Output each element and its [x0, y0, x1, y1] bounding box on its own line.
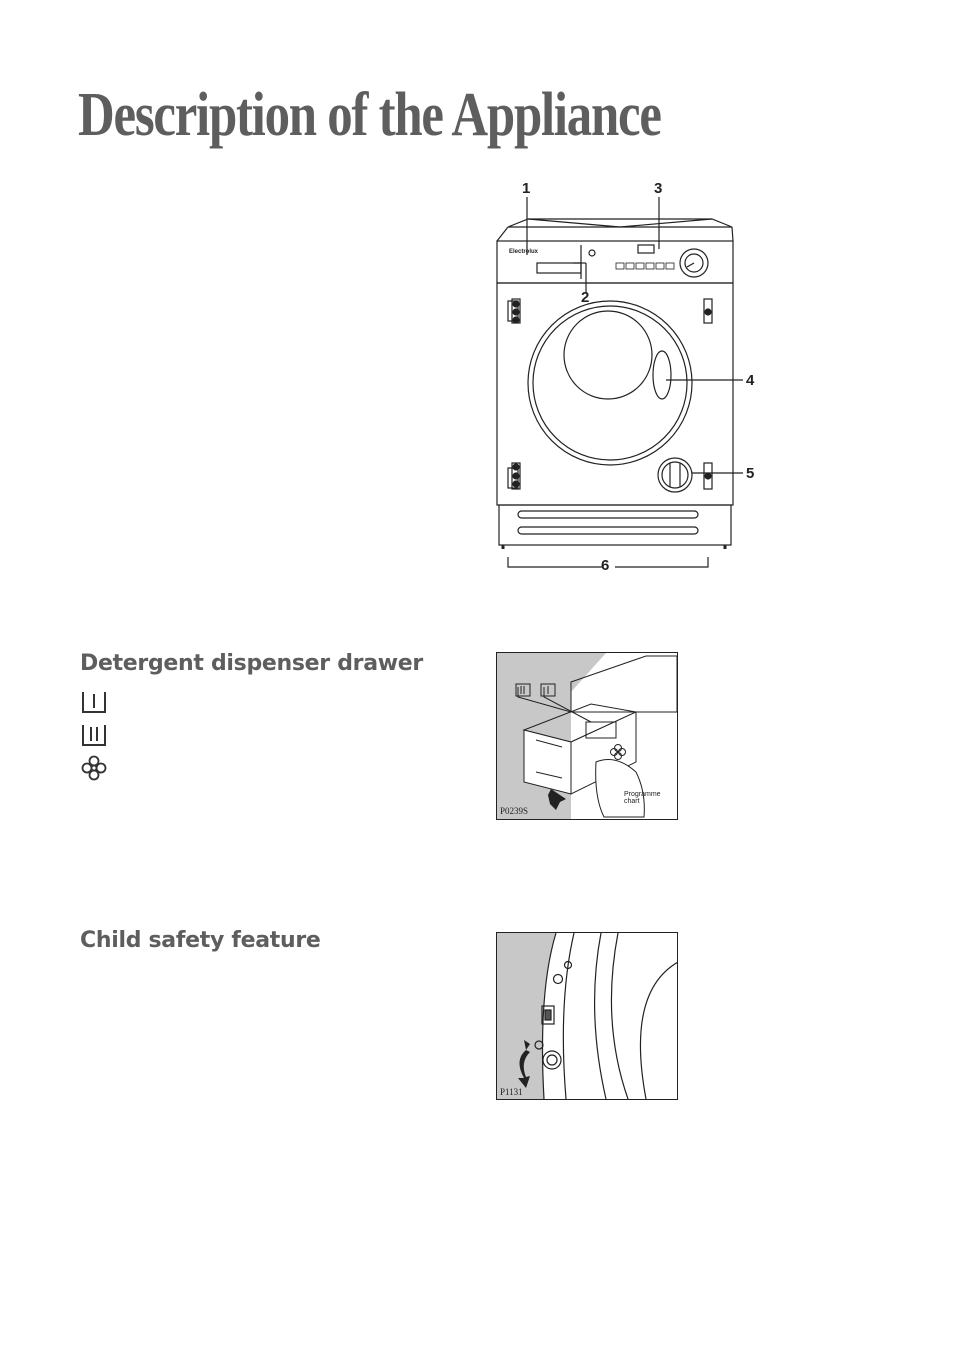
- callout-5: 5: [746, 465, 755, 482]
- programme-chart-caption: Programme chart: [624, 791, 661, 805]
- appliance-drawing: Electrolux: [496, 197, 743, 568]
- callout-4: 4: [746, 372, 755, 389]
- appliance-figure: Electrolux 1 2 3 4 5 6: [480, 175, 780, 585]
- main-wash-compartment-icon: [82, 725, 106, 746]
- prewash-compartment-icon: [82, 692, 106, 713]
- drawer-drawing: [496, 652, 678, 820]
- child-safety-figure: P1131: [496, 932, 679, 1100]
- detergent-drawer-figure: Programme chart P0239S: [496, 652, 678, 820]
- callout-2: 2: [581, 289, 590, 306]
- softener-flower-icon: [81, 755, 107, 781]
- child-safety-figure-code: P1131: [500, 1087, 523, 1097]
- child-safety-heading: Child safety feature: [80, 928, 321, 953]
- page-title: Description of the Appliance: [78, 81, 662, 149]
- drawer-figure-code: P0239S: [500, 806, 529, 816]
- callout-1: 1: [522, 180, 531, 197]
- detergent-heading: Detergent dispenser drawer: [80, 651, 423, 676]
- callout-3: 3: [654, 180, 663, 197]
- brand-label: Electrolux: [509, 249, 539, 255]
- child-safety-drawing: [496, 932, 679, 1100]
- callout-6: 6: [601, 557, 610, 574]
